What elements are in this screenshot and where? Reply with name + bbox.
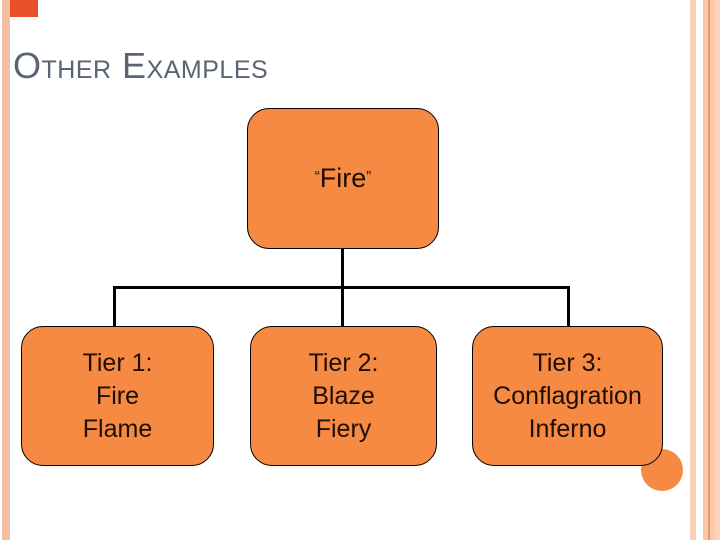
open-quote: “ — [314, 168, 320, 185]
slide-title: Other Examples — [13, 45, 269, 86]
tier1-line1: Tier 1: — [82, 348, 153, 377]
diagram-node-fire-label: “Fire” — [315, 163, 372, 194]
close-quote: ” — [366, 168, 372, 185]
diagram-node-fire: “Fire” — [247, 108, 439, 249]
diagram-node-tier1: Tier 1: Fire Flame — [21, 326, 214, 466]
tier2-line3: Fiery — [315, 414, 372, 443]
tier1-line2: Fire — [95, 381, 140, 410]
right-border-stripe-2 — [703, 0, 708, 540]
connector-root-drop — [341, 249, 344, 288]
corner-accent-rect — [10, 0, 38, 17]
left-border-stripe — [2, 0, 10, 540]
tier1-line3: Flame — [82, 414, 153, 443]
connector-drop-tier1 — [113, 286, 116, 327]
tier3-line2: Conflagration — [493, 381, 642, 410]
tier2-line2: Blaze — [312, 381, 375, 410]
tier3-line1: Tier 3: — [532, 348, 603, 377]
diagram-node-tier3: Tier 3: Conflagration Inferno — [472, 326, 663, 466]
right-border-stripe-5 — [715, 0, 720, 540]
tier3-line3: Inferno — [528, 414, 607, 443]
connector-drop-tier3 — [567, 286, 570, 327]
connector-drop-tier2 — [341, 286, 344, 327]
tier2-line1: Tier 2: — [308, 348, 379, 377]
right-border-stripe-4 — [710, 0, 715, 540]
right-border-stripe-3 — [708, 0, 710, 540]
diagram-node-tier2: Tier 2: Blaze Fiery — [250, 326, 437, 466]
fire-label-text: Fire — [319, 163, 367, 193]
right-border-stripe-1 — [690, 0, 696, 540]
